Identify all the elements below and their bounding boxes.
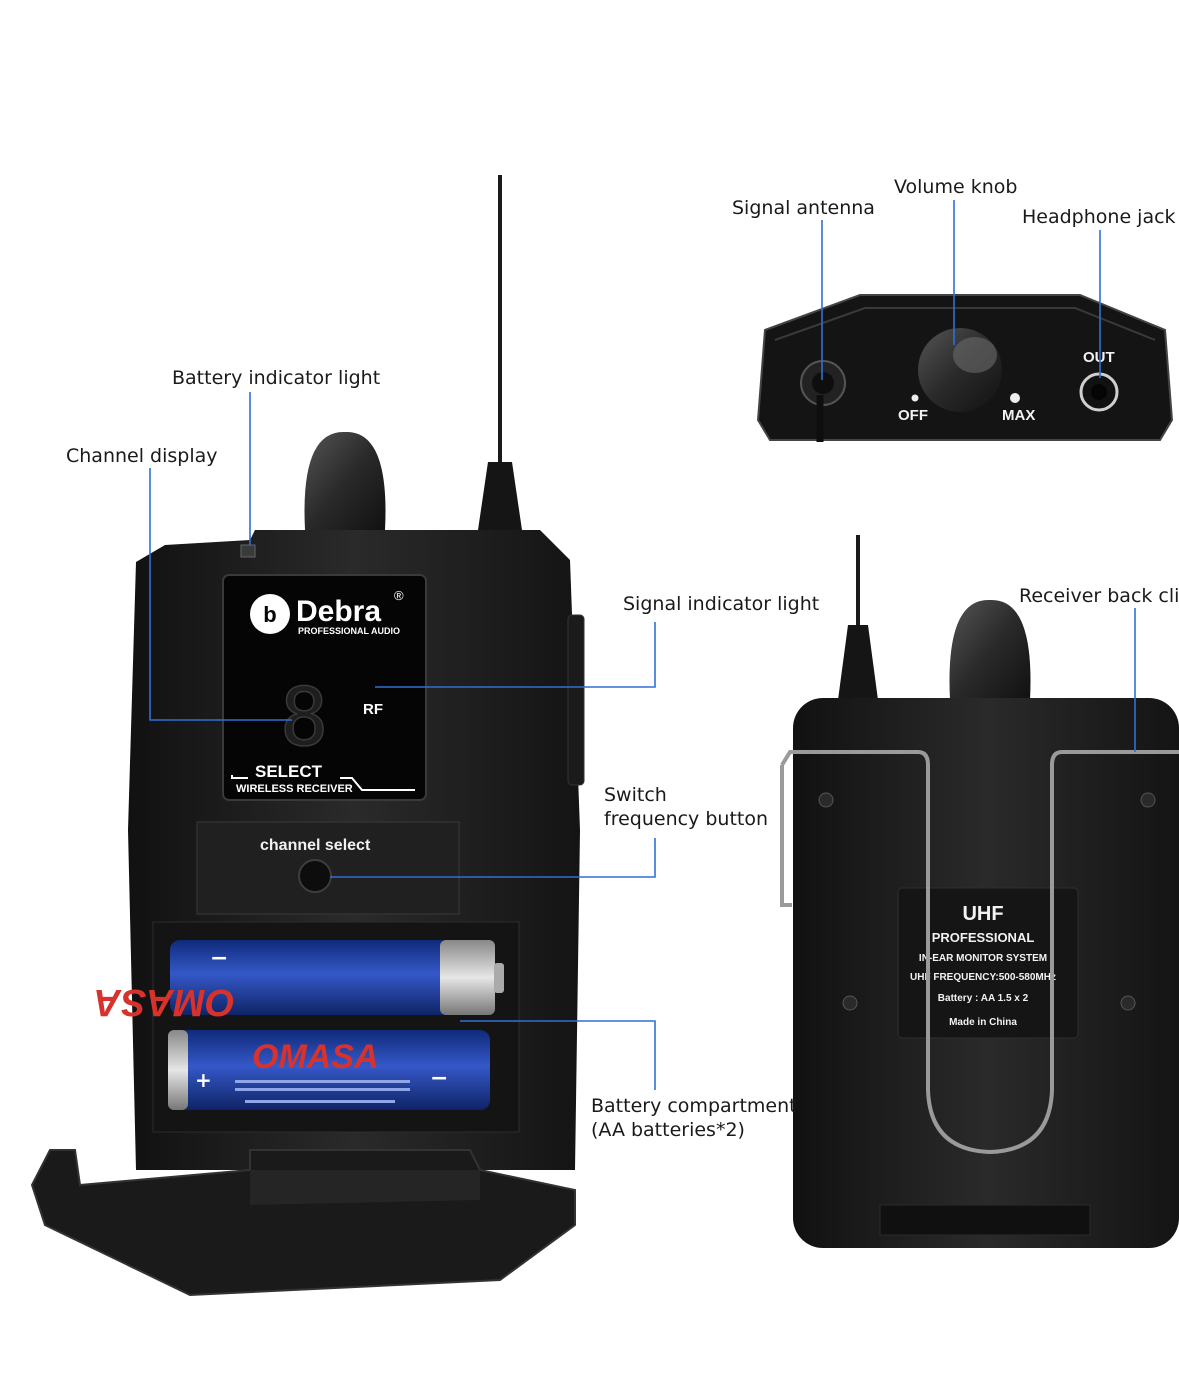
battery-bottom: OMASA + − — [168, 1030, 490, 1110]
svg-text:−: − — [210, 946, 228, 971]
screw-2 — [1140, 792, 1156, 808]
label-channel-display: Channel display — [66, 445, 218, 467]
max-label: MAX — [1002, 407, 1035, 424]
select-label: SELECT — [255, 762, 323, 781]
top-volume-knob[interactable] — [918, 328, 1002, 412]
label-signal-antenna: Signal antenna — [732, 197, 875, 219]
off-label: OFF — [898, 407, 928, 424]
label-battery-compartment-1: Battery compartment — [591, 1095, 797, 1117]
battery-bottom-brand: OMASA — [252, 1038, 379, 1076]
battery-top-brand: OMASA — [94, 981, 235, 1023]
brand-name: Debra — [296, 595, 381, 628]
rf-label: RF — [363, 701, 383, 718]
max-dot — [1010, 393, 1020, 403]
front-side-clip — [567, 614, 585, 786]
back-wire-clip — [780, 750, 1179, 1155]
top-view-receiver: OFF MAX OUT — [756, 294, 1174, 442]
front-receiver: b Debra ® PROFESSIONAL AUDIO 8 RF SELECT… — [30, 175, 585, 1297]
channel-select-button[interactable] — [298, 859, 332, 893]
channel-digit: 8 — [280, 671, 328, 764]
label-headphone-jack: Headphone jack — [1022, 206, 1176, 228]
svg-text:−: − — [430, 1066, 448, 1091]
brand-registered: ® — [394, 588, 404, 603]
callout-labels: Battery indicator light Channel display … — [66, 176, 1179, 1141]
label-battery-compartment-2: (AA batteries*2) — [591, 1119, 745, 1141]
receiver-label: WIRELESS RECEIVER — [236, 783, 353, 795]
off-dot — [911, 394, 919, 402]
label-switch-frequency-1: Switch — [604, 784, 667, 806]
back-line-3: IN-EAR MONITOR SYSTEM — [919, 953, 1047, 964]
leader-signal-indicator — [375, 622, 656, 688]
front-volume-knob — [304, 431, 386, 530]
screw-1 — [818, 792, 834, 808]
label-battery-indicator: Battery indicator light — [172, 367, 380, 389]
battery-led — [240, 544, 256, 558]
leader-battery-compartment — [460, 1020, 656, 1090]
channel-select-label: channel select — [260, 837, 371, 854]
label-volume-knob: Volume knob — [894, 176, 1017, 198]
lcd-frame-line — [231, 775, 415, 791]
leader-switch-frequency — [330, 838, 656, 878]
leader-lines — [149, 200, 1136, 1090]
label-switch-frequency-2: frequency button — [604, 808, 768, 830]
battery-top: OMASA − — [94, 940, 504, 1023]
svg-text:+: + — [195, 1068, 212, 1092]
front-antenna-base — [478, 462, 522, 530]
back-line-6: Made in China — [949, 1017, 1017, 1028]
screw-4 — [1120, 995, 1136, 1011]
back-label-plate — [897, 887, 1079, 1039]
back-knob — [949, 599, 1031, 700]
back-line-4: UHF FREQUENCY:500-580MHz — [910, 972, 1056, 983]
out-label: OUT — [1083, 349, 1115, 366]
label-signal-indicator: Signal indicator light — [623, 593, 819, 615]
back-line-2: PROFESSIONAL — [932, 930, 1035, 945]
back-receiver: UHF PROFESSIONAL IN-EAR MONITOR SYSTEM U… — [780, 535, 1179, 1248]
back-antenna-base — [838, 625, 878, 700]
back-line-5: Battery : AA 1.5 x 2 — [938, 993, 1029, 1004]
brand-sub: PROFESSIONAL AUDIO — [298, 626, 400, 636]
label-back-clip: Receiver back clip — [1019, 585, 1179, 607]
screw-3 — [842, 995, 858, 1011]
back-line-1: UHF — [962, 903, 1003, 925]
leader-channel-display — [149, 468, 292, 721]
brand-logo-icon — [250, 594, 290, 634]
svg-text:b: b — [263, 602, 276, 627]
